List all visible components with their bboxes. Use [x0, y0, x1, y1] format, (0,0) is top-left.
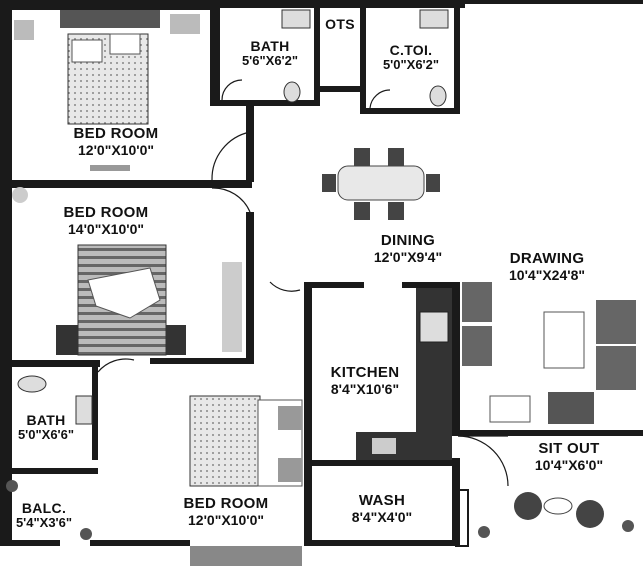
room-label-bath1: BATH 5'6"X6'2" — [224, 38, 316, 69]
room-name: DRAWING — [509, 250, 585, 267]
room-dims: 5'0"X6'6" — [17, 427, 75, 443]
bath1-fixtures — [281, 9, 311, 103]
room-dims: 10'4"X6'0" — [534, 457, 604, 474]
room-name: C.TOI. — [389, 42, 433, 58]
kitchen-counter — [356, 288, 452, 460]
balcony-plants — [6, 480, 634, 540]
dining-table — [322, 148, 440, 220]
room-label-ots: OTS — [318, 16, 362, 32]
room-label-ctoi: C.TOI. 5'0"X6'2" — [366, 42, 456, 73]
room-label-bed1: BED ROOM 12'0"X10'0" — [56, 125, 176, 158]
room-label-bath2: BATH 5'0"X6'6" — [4, 412, 88, 443]
room-name: BATH — [26, 412, 66, 428]
room-dims: 12'0"X10'0" — [188, 512, 264, 529]
room-name: WASH — [358, 492, 406, 509]
bed2-furniture — [12, 187, 242, 356]
room-name: DINING — [380, 232, 436, 249]
outer-walls — [0, 0, 643, 546]
room-label-drawing: DRAWING 10'4"X24'8" — [488, 250, 606, 283]
room-name: BED ROOM — [63, 204, 149, 221]
room-name: KITCHEN — [330, 364, 400, 381]
bed3-furniture — [189, 395, 303, 566]
sitout-furniture — [514, 492, 604, 528]
room-dims: 10'4"X24'8" — [509, 267, 585, 284]
room-label-dining: DINING 12'0"X9'4" — [352, 232, 464, 265]
room-name: BED ROOM — [73, 125, 159, 142]
bed1-furniture — [14, 10, 200, 171]
room-dims: 5'4"X3'6" — [15, 515, 73, 531]
room-label-kitchen: KITCHEN 8'4"X10'6" — [316, 364, 414, 397]
room-label-wash: WASH 8'4"X4'0" — [332, 492, 432, 525]
room-name: BED ROOM — [183, 495, 269, 512]
room-dims: 8'4"X4'0" — [351, 509, 413, 526]
ctoi-fixtures — [419, 9, 449, 107]
room-name: BATH — [250, 38, 290, 54]
room-name: SIT OUT — [538, 440, 600, 457]
room-name: OTS — [325, 16, 355, 32]
room-label-balc: BALC. 5'4"X3'6" — [4, 500, 84, 531]
room-dims: 8'4"X10'6" — [330, 381, 400, 398]
interior-walls — [0, 8, 643, 547]
room-dims: 12'0"X9'4" — [373, 249, 443, 266]
room-dims: 14'0"X10'0" — [68, 221, 144, 238]
room-label-bed2: BED ROOM 14'0"X10'0" — [44, 204, 168, 237]
room-name: BALC. — [21, 500, 67, 516]
room-dims: 5'0"X6'2" — [382, 57, 440, 73]
door-swings — [97, 79, 509, 487]
drawing-furniture — [462, 282, 636, 424]
room-label-bed3: BED ROOM 12'0"X10'0" — [166, 495, 286, 528]
room-label-sitout: SIT OUT 10'4"X6'0" — [514, 440, 624, 473]
room-dims: 12'0"X10'0" — [78, 142, 154, 159]
room-dims: 5'6"X6'2" — [241, 53, 299, 69]
bath2-fixtures — [17, 375, 93, 425]
